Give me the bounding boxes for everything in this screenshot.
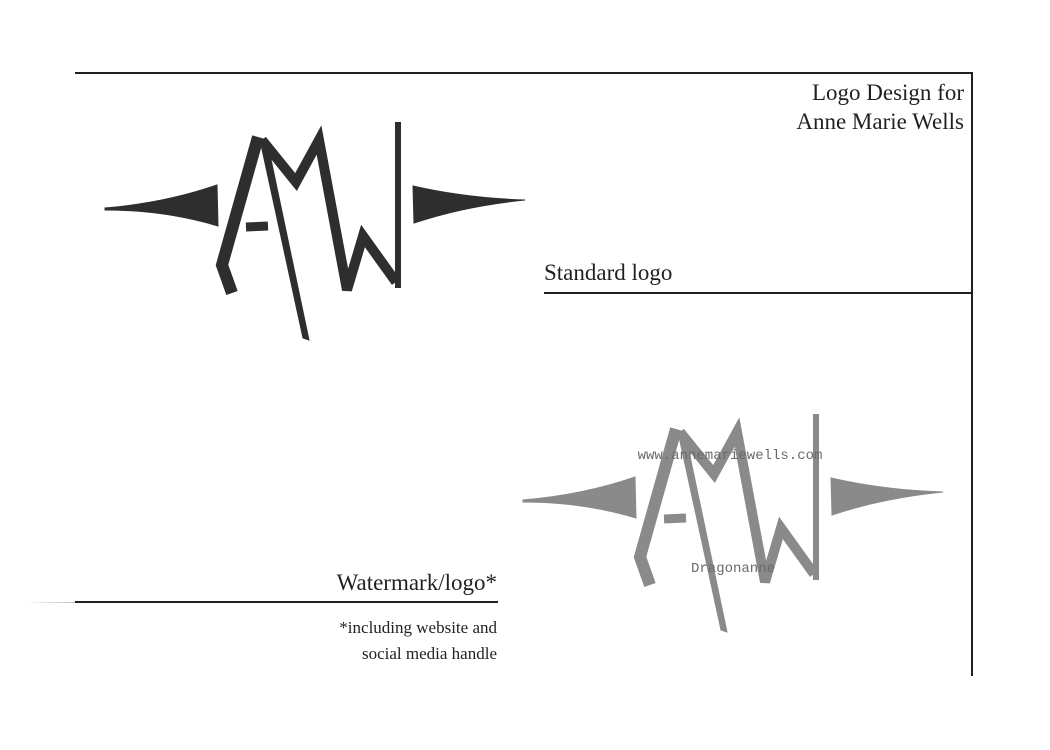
page-title: Logo Design for Anne Marie Wells — [796, 78, 964, 136]
standard-logo-label: Standard logo — [544, 260, 673, 285]
standard-rule — [544, 292, 972, 294]
title-line-1: Logo Design for — [811, 80, 964, 105]
watermark-footnote: *including website and social media hand… — [339, 615, 497, 667]
watermark-logo-label: Watermark/logo* — [336, 570, 497, 595]
watermark-rule — [75, 601, 498, 603]
footnote-line-2: social media handle — [361, 644, 497, 663]
standard-logo — [105, 122, 525, 340]
watermark-rule-fade — [25, 602, 75, 603]
footnote-line-1: *including website and — [339, 618, 497, 637]
top-rule — [75, 72, 973, 74]
right-rule — [971, 72, 973, 676]
watermark-handle: Dragonanne — [691, 561, 775, 577]
watermark-website: www.annemariewells.com — [638, 448, 823, 464]
title-line-2: Anne Marie Wells — [796, 109, 964, 134]
watermark-logo — [523, 414, 943, 632]
